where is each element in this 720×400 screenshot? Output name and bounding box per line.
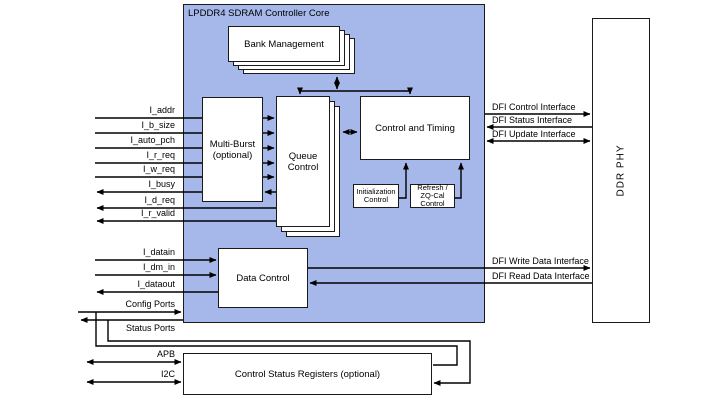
bank-management-block: Bank Management xyxy=(228,26,340,62)
control-and-timing-block: Control and Timing xyxy=(360,96,470,160)
signal-label-i-dataout: I_dataout xyxy=(137,279,175,289)
queue-control-block: Queue Control xyxy=(276,96,330,227)
port-label-apb: APB xyxy=(156,349,175,359)
refresh-zqcal-label-line1: Refresh / xyxy=(417,183,448,192)
connector-status-ports xyxy=(80,317,471,386)
signal-label-i-b-size: I_b_size xyxy=(141,120,175,130)
refresh-zqcal-label-line3: Control xyxy=(420,199,445,208)
port-label-status-ports: Status Ports xyxy=(125,323,175,333)
queue-control-label-line2: Control xyxy=(287,161,319,173)
port-label-i2c: I2C xyxy=(160,369,175,379)
queue-control-label: Queue Control xyxy=(288,151,319,173)
refresh-zqcal-control-label: Refresh / ZQ-Cal Control xyxy=(417,184,447,208)
signal-label-i-r-valid: I_r_valid xyxy=(140,208,175,218)
controller-core-title: LPDDR4 SDRAM Controller Core xyxy=(188,8,330,19)
multi-burst-label-line1: Multi-Burst xyxy=(209,138,256,150)
signal-label-i-dm-in: I_dm_in xyxy=(142,262,175,272)
signal-label-i-w-req: I_w_req xyxy=(142,164,175,174)
signal-label-i-datain: I_datain xyxy=(142,247,175,257)
ddr-phy-block: DDR PHY xyxy=(592,18,650,323)
connector-bank-management xyxy=(297,76,413,95)
port-label-config-ports: Config Ports xyxy=(125,299,175,309)
signal-label-i-busy: I_busy xyxy=(148,179,175,189)
multi-burst-block: Multi-Burst (optional) xyxy=(202,97,263,202)
control-status-registers-block: Control Status Registers (optional) xyxy=(183,353,432,395)
dfi-read-data-interface-label: DFI Read Data Interface xyxy=(492,271,590,281)
queue-control-label-line1: Queue xyxy=(288,150,318,162)
connector-refresh-zqcal xyxy=(455,162,464,199)
data-control-label: Data Control xyxy=(236,272,290,284)
bank-management-label: Bank Management xyxy=(244,38,324,50)
signal-label-i-d-req: I_d_req xyxy=(144,195,175,205)
initialization-control-label-line1: Initialization xyxy=(356,187,396,196)
signal-label-i-addr: I_addr xyxy=(149,105,175,115)
control-status-registers-label: Control Status Registers (optional) xyxy=(234,368,381,380)
initialization-control-block: Initialization Control xyxy=(353,184,399,208)
initialization-control-label: Initialization Control xyxy=(356,188,395,204)
dfi-status-interface-label: DFI Status Interface xyxy=(492,115,573,125)
dfi-control-interface-label: DFI Control Interface xyxy=(492,102,576,112)
multi-burst-label: Multi-Burst (optional) xyxy=(210,139,255,161)
multi-burst-label-line2: (optional) xyxy=(212,149,253,161)
refresh-zqcal-label-line2: ZQ-Cal xyxy=(420,191,445,200)
dfi-write-data-interface-label: DFI Write Data Interface xyxy=(492,256,589,266)
initialization-control-label-line2: Control xyxy=(363,195,389,204)
connector-config-ports xyxy=(78,309,458,366)
control-and-timing-label: Control and Timing xyxy=(375,122,455,134)
connector-initialization-control xyxy=(399,162,409,199)
signal-label-i-r-req: I_r_req xyxy=(146,150,175,160)
dfi-update-interface-label: DFI Update Interface xyxy=(492,129,576,139)
data-control-block: Data Control xyxy=(218,248,308,308)
signal-label-i-auto-pch: I_auto_pch xyxy=(130,135,175,145)
refresh-zqcal-control-block: Refresh / ZQ-Cal Control xyxy=(410,184,455,208)
